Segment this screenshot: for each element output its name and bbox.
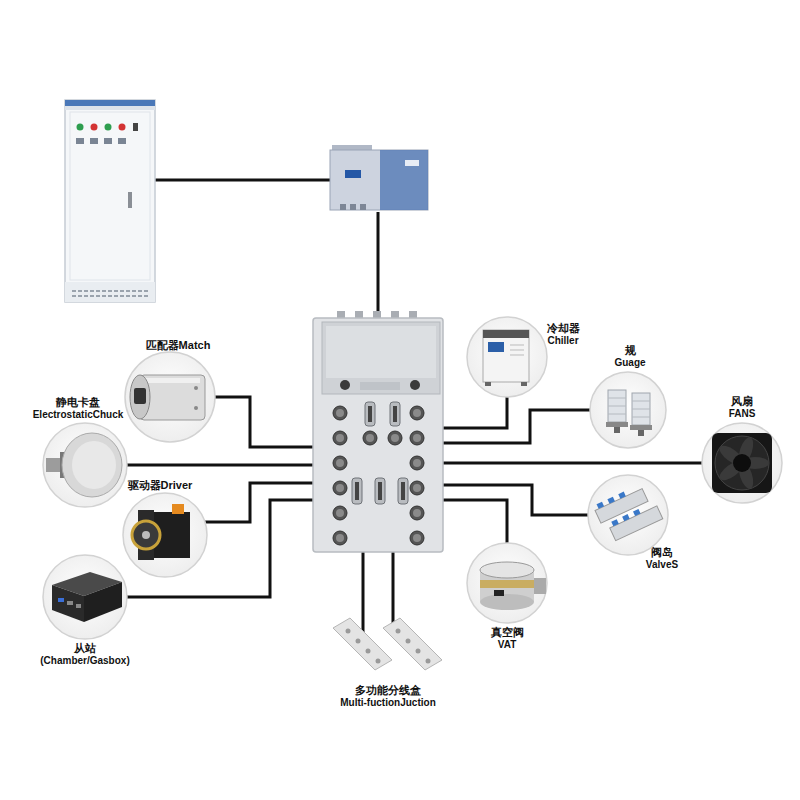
valve-island	[593, 481, 663, 543]
wire	[443, 462, 702, 465]
label-text: 匹配器Match	[123, 339, 233, 352]
component-label: 冷却器Chiller	[528, 322, 598, 347]
cooling-fan	[712, 433, 772, 493]
slave-station	[52, 572, 122, 622]
label-text: 冷却器	[528, 322, 598, 335]
power-supply	[330, 145, 428, 210]
label-text: FANS	[712, 408, 772, 420]
label-text: ElectrostaticChuck	[8, 409, 148, 421]
component-label: 静电卡盘ElectrostaticChuck	[8, 396, 148, 421]
label-text: 多功能分线盒	[313, 684, 463, 697]
wire	[443, 500, 507, 543]
wire	[443, 397, 507, 428]
wire	[362, 552, 365, 636]
match-unit	[130, 375, 205, 420]
component-label: 匹配器Match	[123, 339, 233, 352]
component-label: 规Guage	[600, 344, 660, 369]
label-text: 从站	[20, 642, 150, 655]
electrical-cabinet	[65, 100, 155, 302]
component-label: 风扇FANS	[712, 395, 772, 420]
component-label: 从站(Chamber/Gasbox)	[20, 642, 150, 667]
label-text: Multi-fuctionJuction	[313, 697, 463, 709]
label-text: 阀岛	[632, 546, 692, 559]
wire	[127, 500, 313, 597]
component-label: 阀岛ValveS	[632, 546, 692, 571]
label-text: 真空阀	[477, 626, 537, 639]
wire	[443, 485, 588, 515]
servo-driver	[132, 504, 190, 560]
label-text: Guage	[600, 357, 660, 369]
label-text: 静电卡盘	[8, 396, 148, 409]
wire	[377, 212, 380, 318]
chiller-unit	[483, 330, 529, 386]
junction-boxes	[333, 618, 442, 670]
label-text: (Chamber/Gasbox)	[20, 655, 150, 667]
wire	[127, 464, 313, 467]
label-text: 驱动器Driver	[105, 479, 215, 492]
wire	[205, 483, 313, 522]
component-label: 驱动器Driver	[105, 479, 215, 492]
component-discs	[43, 317, 782, 639]
label-text: 规	[600, 344, 660, 357]
vacuum-valve	[480, 562, 546, 610]
wire	[155, 179, 330, 182]
label-text: Chiller	[528, 335, 598, 347]
label-text: ValveS	[632, 559, 692, 571]
component-label: 多功能分线盒Multi-fuctionJuction	[313, 684, 463, 709]
component-label: 真空阀VAT	[477, 626, 537, 651]
wire	[215, 397, 313, 447]
junction-hub	[313, 311, 443, 552]
electrostatic-chuck	[46, 433, 122, 497]
vacuum-gauge	[606, 390, 652, 436]
label-text: 风扇	[712, 395, 772, 408]
wire	[392, 552, 395, 626]
label-text: VAT	[477, 639, 537, 651]
